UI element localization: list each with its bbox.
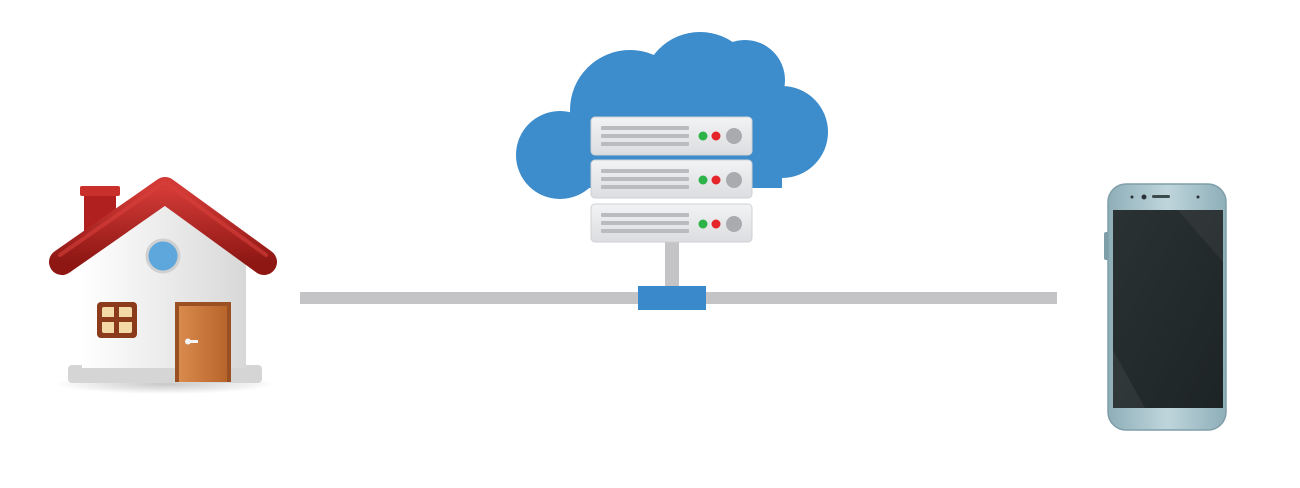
smartphone-icon bbox=[1104, 183, 1227, 431]
phone-speaker bbox=[1152, 195, 1170, 198]
status-led-red-icon bbox=[711, 219, 721, 229]
connector-line-right bbox=[705, 292, 1057, 304]
status-led-green-icon bbox=[698, 219, 708, 229]
door-icon bbox=[175, 302, 231, 382]
window-icon bbox=[97, 302, 137, 338]
network-connector bbox=[300, 240, 1057, 310]
server-unit bbox=[590, 116, 753, 156]
server-unit bbox=[590, 159, 753, 199]
server-rack-icon bbox=[590, 116, 753, 243]
roof-icon bbox=[49, 177, 277, 275]
phone-sensor-icon bbox=[1196, 195, 1200, 199]
cloud-server-icon bbox=[516, 32, 828, 243]
house-icon bbox=[49, 177, 277, 394]
server-riser-line bbox=[665, 240, 679, 288]
round-window-icon bbox=[145, 238, 181, 274]
server-unit bbox=[590, 203, 753, 243]
power-button-icon bbox=[726, 216, 742, 232]
power-button-icon bbox=[726, 172, 742, 188]
status-led-green-icon bbox=[698, 175, 708, 185]
status-led-green-icon bbox=[698, 131, 708, 141]
phone-screen bbox=[1113, 210, 1223, 408]
connector-line-left bbox=[300, 292, 640, 304]
status-led-red-icon bbox=[711, 131, 721, 141]
status-led-red-icon bbox=[711, 175, 721, 185]
network-hub-icon bbox=[638, 286, 706, 310]
front-camera-icon bbox=[1141, 194, 1147, 200]
power-button-icon bbox=[726, 128, 742, 144]
